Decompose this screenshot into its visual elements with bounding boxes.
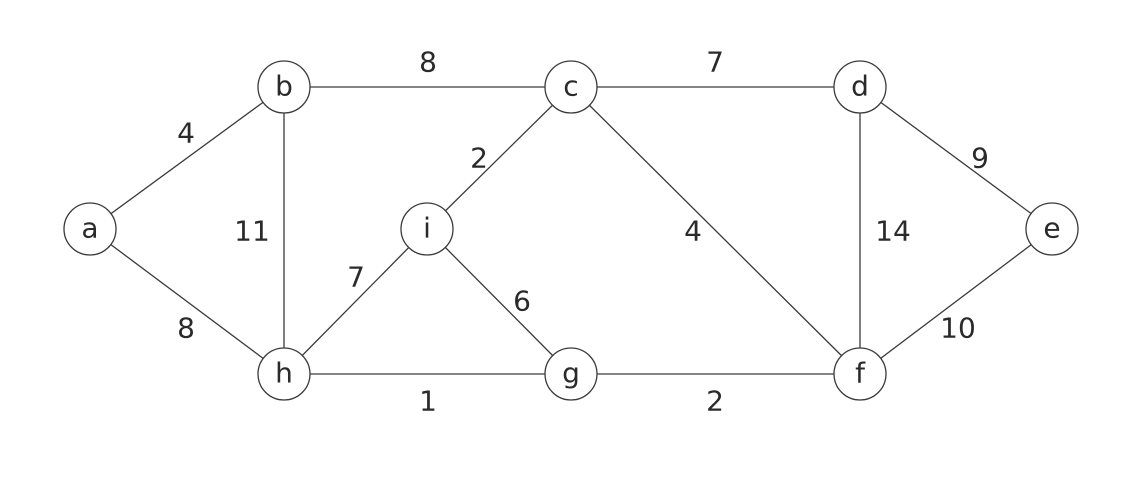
edge-weight-d-e: 9: [971, 142, 989, 175]
edges-layer: [89, 86, 1053, 375]
edge-c-f: [570, 86, 861, 375]
node-a: a: [63, 202, 117, 256]
node-e: e: [1025, 202, 1079, 256]
node-c: c: [544, 60, 598, 114]
edge-h-i: [283, 228, 428, 375]
node-b: b: [257, 60, 311, 114]
node-label-b: b: [275, 70, 293, 103]
node-label-i: i: [423, 212, 431, 245]
node-label-e: e: [1043, 212, 1060, 245]
node-circle-c: [544, 60, 598, 114]
node-label-c: c: [563, 70, 578, 103]
node-d: d: [833, 60, 887, 114]
edge-weight-g-f: 2: [706, 385, 724, 418]
node-label-f: f: [855, 357, 866, 390]
nodes-layer: a b c d e f g h i: [63, 60, 1079, 401]
edge-weight-a-b: 4: [177, 117, 195, 150]
edge-weight-b-h: 11: [234, 215, 270, 248]
edge-weight-c-d: 7: [706, 46, 724, 79]
edge-a-h: [89, 228, 285, 375]
node-circle-e: [1025, 202, 1079, 256]
edge-a-b: [89, 86, 285, 230]
node-label-a: a: [81, 212, 98, 245]
edge-weight-a-h: 8: [177, 312, 195, 345]
edge-d-e: [859, 86, 1053, 230]
node-circle-g: [544, 347, 598, 401]
edge-i-g: [426, 228, 572, 375]
node-i: i: [400, 202, 454, 256]
edge-weight-d-f: 14: [875, 215, 911, 248]
weights-layer: 4 8 8 11 7 2 4 9 14 10 7 1 6 2: [177, 46, 989, 418]
edge-c-i: [426, 86, 572, 230]
node-circle-d: [833, 60, 887, 114]
edge-e-f: [859, 228, 1053, 375]
edge-weight-e-f: 10: [940, 312, 976, 345]
node-label-g: g: [562, 357, 580, 390]
edge-weight-b-c: 8: [419, 46, 437, 79]
node-circle-b: [257, 60, 311, 114]
node-f: f: [833, 347, 887, 401]
node-circle-a: [63, 202, 117, 256]
node-circle-h: [257, 347, 311, 401]
node-label-d: d: [851, 70, 869, 103]
node-circle-f: [833, 347, 887, 401]
node-label-h: h: [275, 357, 293, 390]
node-circle-i: [400, 202, 454, 256]
edge-weight-h-g: 1: [419, 385, 437, 418]
node-h: h: [257, 347, 311, 401]
edge-weight-i-g: 6: [513, 285, 531, 318]
node-g: g: [544, 347, 598, 401]
edge-weight-h-i: 7: [347, 261, 365, 294]
edge-weight-c-i: 2: [470, 142, 488, 175]
edge-weight-c-f: 4: [684, 215, 702, 248]
